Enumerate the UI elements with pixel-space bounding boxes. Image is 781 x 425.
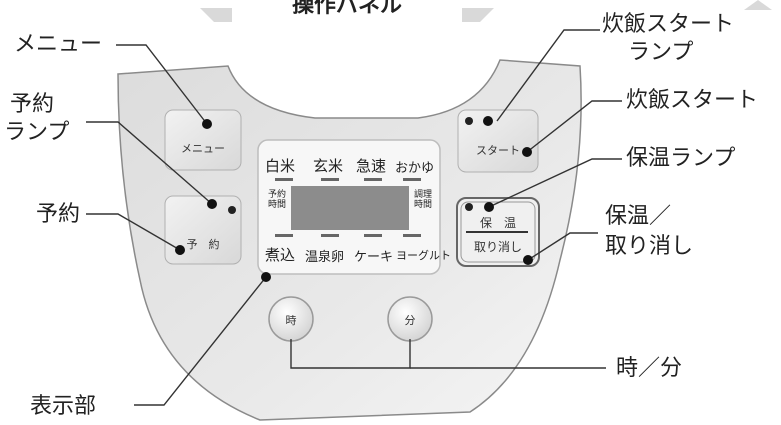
- callout-dots: [175, 116, 533, 282]
- callout-hyoji: 表示部: [30, 394, 97, 419]
- diagram-title: 操作パネル: [291, 0, 402, 18]
- callout-hoon-cancel-line2: 取り消し: [605, 234, 694, 259]
- callout-start: 炊飯スタート: [626, 88, 759, 113]
- mode-hakumai: 白米: [265, 157, 296, 175]
- minute-button-label: 分: [404, 314, 416, 327]
- callout-hoon-cancel-line1: 保温／: [605, 204, 672, 229]
- mode-cake: ケーキ: [354, 250, 394, 265]
- mode-genmai: 玄米: [313, 157, 344, 175]
- callout-menu: メニュー: [14, 32, 103, 57]
- display-right-side-label: 調理時間: [413, 190, 432, 210]
- hour-button-label: 時: [285, 314, 297, 327]
- mode-okayu: おかゆ: [395, 161, 435, 176]
- mode-onsentamago: 温泉卵: [305, 250, 345, 265]
- yoyaku-button: [164, 195, 242, 265]
- callout-start-lamp-line2: ランプ: [628, 40, 694, 65]
- hoon-lamp-left: [465, 203, 473, 211]
- hoon-button-label-bottom: 取り消し: [473, 240, 522, 254]
- callout-jifun: 時／分: [616, 356, 683, 381]
- hoon-button-label-top: 保 温: [479, 216, 516, 230]
- title-diamond-right: [462, 8, 494, 22]
- mode-nikomi: 煮込: [265, 246, 296, 264]
- callout-yoyaku-lamp-line2: ランプ: [4, 120, 70, 145]
- title-diamond-left: [200, 8, 232, 22]
- start-button-label: スタート: [476, 144, 520, 157]
- start-lamp-left: [465, 117, 473, 125]
- corner-diamond: [744, 0, 772, 10]
- lcd-screen: [291, 186, 409, 230]
- yoyaku-button-label: 予 約: [186, 238, 220, 251]
- yoyaku-lamp: [228, 206, 236, 214]
- callout-yoyaku: 予約: [36, 202, 81, 227]
- display-left-side-label: 予約時間: [267, 190, 286, 210]
- leader-lines: [86, 29, 622, 406]
- mode-yogurt: ヨーグルト: [396, 249, 451, 262]
- callout-hoon-lamp: 保温ランプ: [626, 146, 736, 171]
- menu-button-label: メニュー: [181, 142, 225, 155]
- mode-kyusoku: 急速: [356, 157, 387, 175]
- callout-yoyaku-lamp-line1: 予約: [10, 92, 55, 117]
- callout-start-lamp-line1: 炊飯スタート: [602, 12, 735, 37]
- start-button: [457, 109, 539, 173]
- menu-button: [164, 109, 242, 171]
